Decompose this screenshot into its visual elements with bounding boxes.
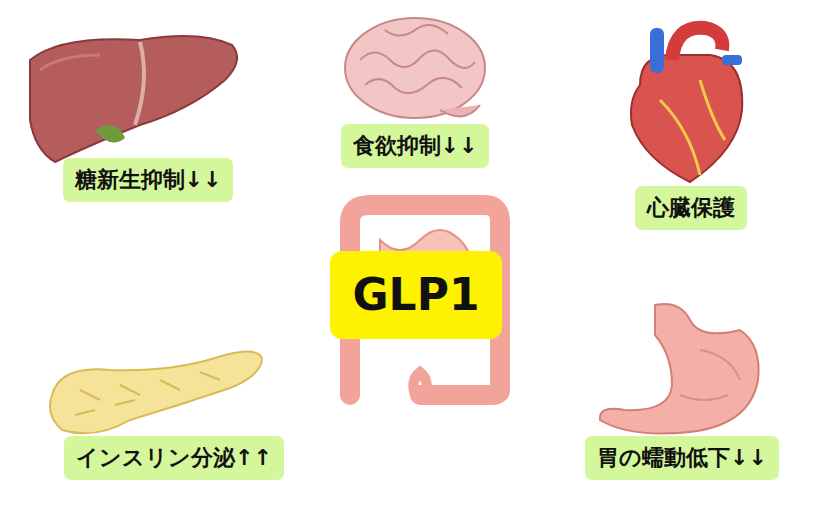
label-text: GLP1 [352,269,479,322]
heart-illustration [631,28,742,182]
effect-label: 心臓保護 [635,186,747,230]
effect-label: 胃の蠕動低下↓↓ [585,436,779,480]
pancreas-illustration [50,352,262,434]
hormone-label: GLP1 [330,251,501,340]
label-text: 胃の蠕動低下↓↓ [597,445,767,471]
effect-label: インスリン分泌↑↑ [64,436,284,480]
label-text: インスリン分泌↑↑ [76,445,272,471]
label-text: 心臓保護 [647,195,735,221]
stomach-illustration [600,304,759,434]
effect-label: 食欲抑制↓↓ [341,124,490,168]
label-text: 糖新生抑制↓↓ [75,167,222,193]
effect-label: 糖新生抑制↓↓ [63,158,234,202]
intestine-illustration [350,205,500,395]
brain-illustration [345,18,485,118]
label-text: 食欲抑制↓↓ [353,133,478,159]
liver-illustration [30,36,237,162]
